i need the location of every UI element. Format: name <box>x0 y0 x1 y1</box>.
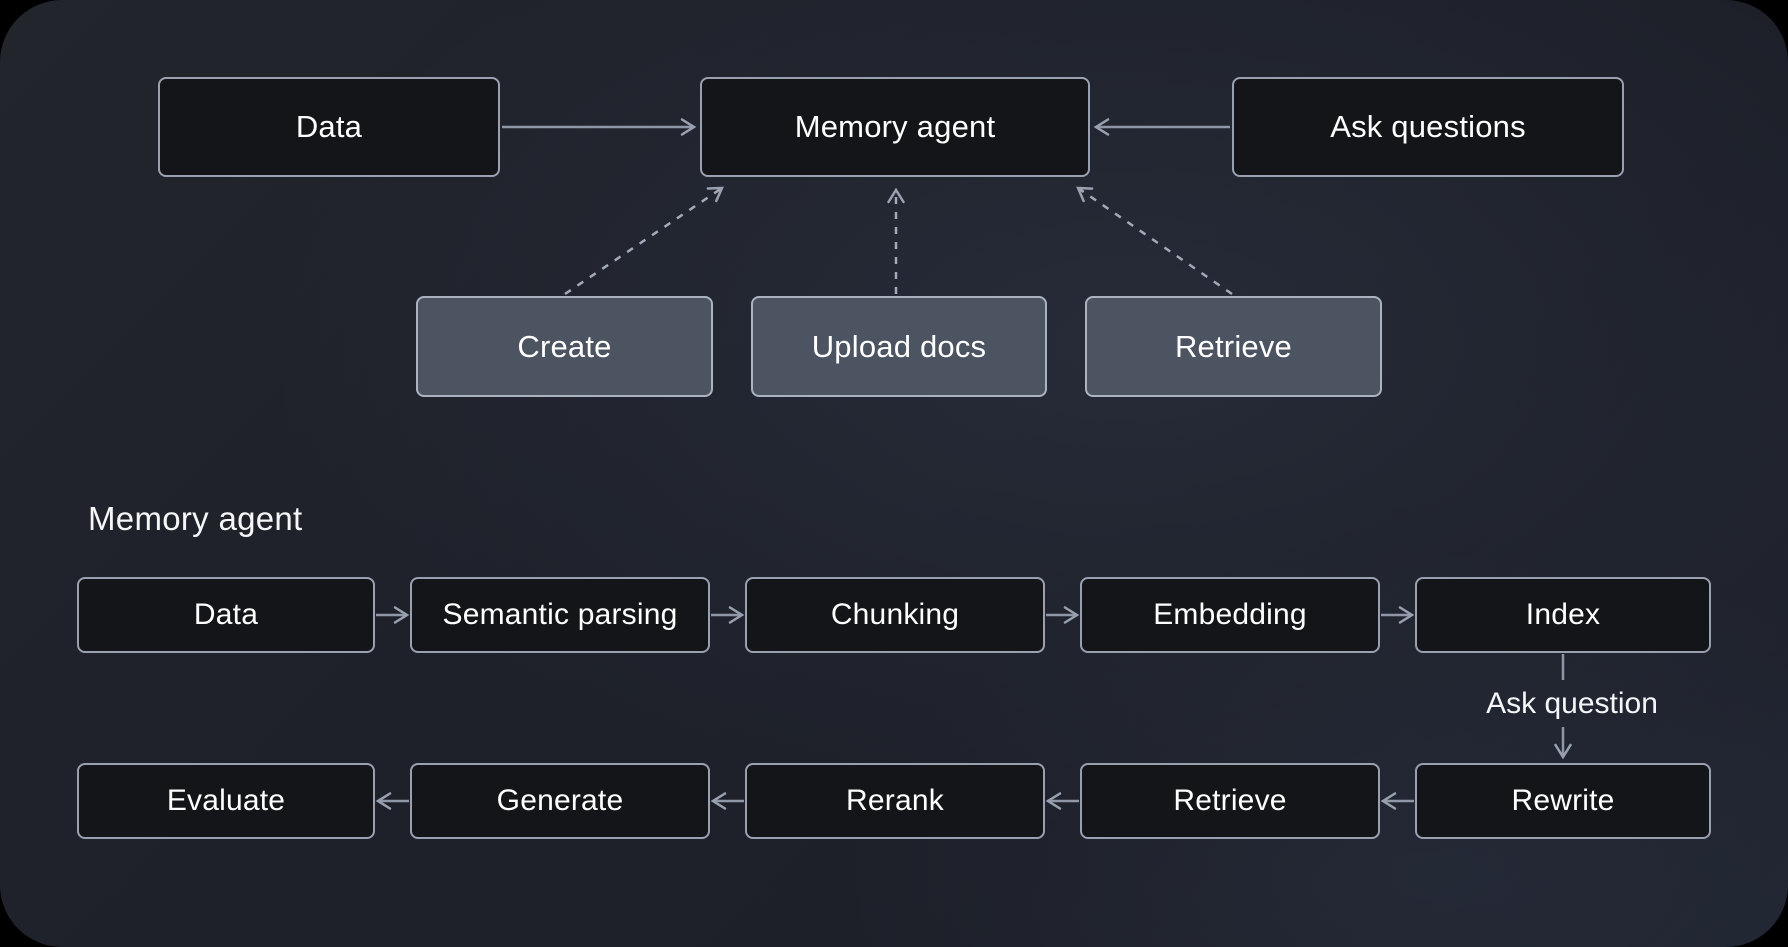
node-index: Index <box>1415 577 1711 653</box>
node-data-source: Data <box>158 77 500 177</box>
node-rerank: Rerank <box>745 763 1045 839</box>
node-ask-questions: Ask questions <box>1232 77 1624 177</box>
node-memory-agent: Memory agent <box>700 77 1090 177</box>
node-embedding: Embedding <box>1080 577 1380 653</box>
node-generate: Generate <box>410 763 710 839</box>
node-evaluate: Evaluate <box>77 763 375 839</box>
node-retrieve-step: Retrieve <box>1080 763 1380 839</box>
section-heading-memory-agent: Memory agent <box>88 500 303 537</box>
label-ask-question: Ask question <box>1486 687 1658 720</box>
node-semantic-parsing: Semantic parsing <box>410 577 710 653</box>
node-chunking: Chunking <box>745 577 1045 653</box>
node-rewrite: Rewrite <box>1415 763 1711 839</box>
dashed-arrow-create-to-memory-agent <box>564 186 724 296</box>
node-pipeline-data: Data <box>77 577 375 653</box>
node-retrieve-action: Retrieve <box>1085 296 1382 397</box>
node-create: Create <box>416 296 713 397</box>
node-upload-docs: Upload docs <box>751 296 1047 397</box>
dashed-arrow-retrieve-to-memory-agent <box>1076 186 1233 296</box>
